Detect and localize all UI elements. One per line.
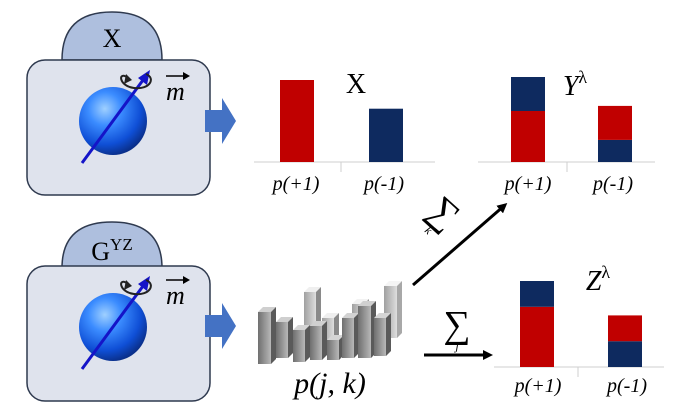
sum-over-j-index: j [453, 339, 459, 353]
bar-chart-3: p(+1) p(-1) Zλ [494, 262, 664, 397]
chart-3-tick-label-1: p(+1) [513, 375, 562, 397]
chart-2-bar-2-series-1 [598, 105, 632, 140]
moment-vector-head-gyz [183, 276, 190, 284]
device-gyz-cap [61, 221, 163, 269]
chart-2-bar-1-series-2 [511, 77, 545, 111]
chart-2-tick-label-1: p(+1) [503, 173, 552, 195]
chart-1-bar-2-series-2 [369, 108, 403, 162]
bar-charts: p(+1) p(-1) Xp(+1) p(-1) Yλ p(+1) p(-1) Zλ [254, 67, 664, 397]
chart-2-bar-1-series-1 [511, 111, 545, 162]
chart-1-title: X [346, 69, 366, 100]
chart-3-bar-2-series-2 [608, 341, 642, 367]
rotation-arrowhead-gyz [124, 280, 132, 290]
chart-2-title: Yλ [563, 67, 588, 102]
chart-3-bar-1-series-2 [520, 281, 554, 307]
spin-vector-gyz [80, 281, 148, 370]
sum-over-j-symbol: ∑ [443, 304, 470, 346]
device-gyz-label-sup: YZ [110, 235, 133, 254]
marginal-sum-over-j: ∑ j [424, 304, 493, 360]
rotation-icon-x [120, 73, 152, 90]
device-gyz: GYZ m [26, 221, 236, 402]
chart-1-tick-label-2: p(-1) [362, 173, 404, 195]
bar-chart-1: p(+1) p(-1) X [254, 69, 435, 195]
chart-3-tick-label-2: p(-1) [605, 375, 647, 397]
sum-over-k-arrow [412, 203, 508, 287]
chart-1-tick-label-1: p(+1) [271, 173, 320, 195]
chart-3-title: Zλ [586, 262, 611, 297]
chart-3-bar-1-series-1 [520, 306, 554, 367]
device-x-cap [61, 11, 163, 61]
device-x-output-arrow [205, 98, 236, 144]
chart-1-bar-1-series-1 [280, 80, 314, 162]
spin-particle-gyz [79, 276, 152, 370]
device-x-label: X [103, 24, 122, 53]
device-gyz-label: GYZ [91, 235, 132, 266]
bar-chart-2: p(+1) p(-1) Yλ [478, 67, 655, 195]
device-gyz-output-arrow [205, 303, 236, 349]
spin-vector-x [80, 75, 148, 164]
moment-label-x: m [166, 77, 185, 106]
moment-vector-head-x [183, 72, 190, 80]
rotation-icon-gyz [120, 279, 152, 296]
rotation-arrowhead-x [124, 74, 132, 84]
moment-label-gyz: m [166, 281, 185, 310]
device-x: X m [26, 11, 236, 196]
bars3d-front [258, 301, 391, 364]
chart-2-tick-label-2: p(-1) [591, 173, 633, 195]
chart-3-bar-2-series-1 [608, 315, 642, 342]
chart-2-bar-2-series-2 [598, 139, 632, 162]
spin-particle-x [79, 70, 152, 164]
joint-distribution-3d: p(j, k) [258, 281, 402, 400]
joint-distribution-label: p(j, k) [292, 367, 366, 400]
marginal-sum-over-k: ∑ k [412, 188, 508, 287]
